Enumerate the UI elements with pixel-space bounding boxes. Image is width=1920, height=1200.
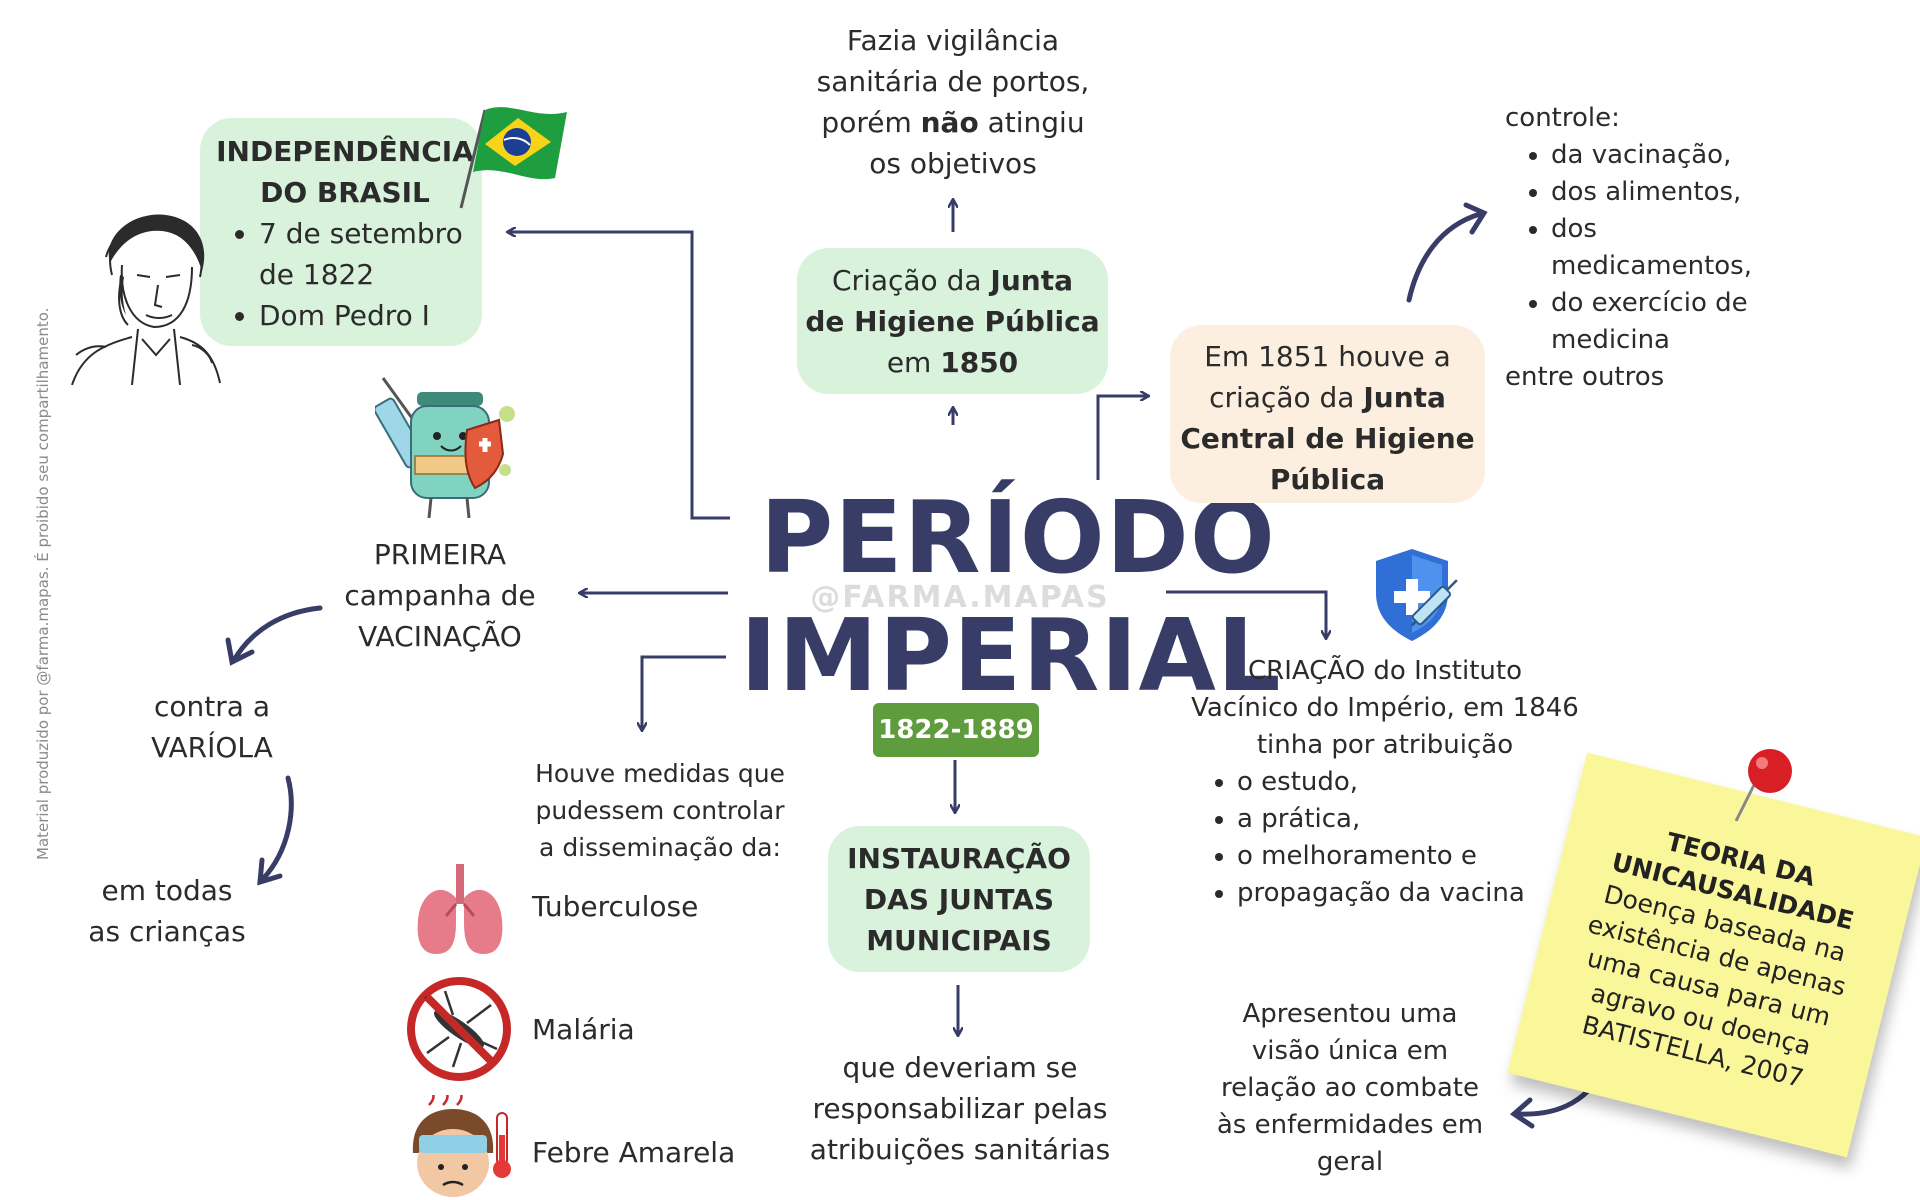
disease-malaria: Malária [532,1013,635,1046]
list-item: dos alimentos, [1551,174,1805,211]
independence-title: INDEPENDÊNCIA DO BRASIL [216,135,474,209]
all-children-text: em todas as crianças [88,874,246,948]
independence-bullets: 7 de setembro de 1822 Dom Pedro I [225,213,480,336]
list-item: Dom Pedro I [259,295,480,336]
list-item: da vacinação, [1551,137,1805,174]
municipal-box [828,826,1090,972]
sticky-note-text: TEORIA DA UNICAUSALIDADE Doença baseada … [1579,826,1857,1094]
municipal-description: que deveriam se responsabilizar pelas at… [809,1051,1111,1166]
list-item: o estudo, [1237,764,1565,801]
control-list: controle: da vacinação, dos alimentos, d… [1505,100,1805,396]
list-item: 7 de setembro de 1822 [259,213,480,295]
dom-pedro-portrait-icon [71,214,221,385]
measures-intro-text: Houve medidas que pudessem controlar a d… [535,759,785,862]
instituto-list: o estudo, a prática, o melhoramento e pr… [1205,764,1565,912]
junta-1850-outcome-text: Fazia vigilância sanitária de portos, po… [816,24,1090,180]
list-item: propagação da vacina [1237,875,1565,912]
lungs-icon [417,864,503,954]
brazil-flag-icon [459,107,567,209]
junta-1851-text: Em 1851 houve a criação da Junta Central… [1180,340,1475,496]
independence-box [200,118,482,346]
vaccination-campaign-text: PRIMEIRA campanha de VACINAÇÃO [344,538,536,653]
disease-yellow-fever: Febre Amarela [532,1136,736,1169]
fever-person-icon [412,1095,511,1197]
teoria-result-text: Apresentou uma visão única em relação ao… [1216,999,1484,1177]
junta-1850-box [797,248,1108,394]
no-mosquito-icon [407,977,511,1081]
vaccine-illustration-icon [375,377,515,519]
disease-tuberculosis: Tuberculose [532,890,699,923]
list-item: a prática, [1237,801,1565,838]
list-item: dos medicamentos, [1551,211,1805,285]
instituto-text: CRIAÇÃO do Instituto Vacínico do Império… [1191,656,1579,760]
title-line2: IMPERIAL [740,597,1282,714]
against-smallpox-text: contra a VARÍOLA [151,690,273,764]
shield-syringe-icon [1376,549,1458,641]
pushpin-icon [1734,749,1792,822]
years-badge: 1822-1889 [873,703,1039,757]
junta-1851-box [1170,325,1485,503]
junta-1850-text: Criação da Junta de Higiene Pública em 1… [805,264,1100,379]
list-item: o melhoramento e [1237,838,1565,875]
municipal-title: INSTAURAÇÃO DAS JUNTAS MUNICIPAIS [847,842,1071,957]
list-item: do exercício de medicina [1551,285,1805,359]
handle-watermark: @FARMA.MAPAS [810,580,1110,615]
